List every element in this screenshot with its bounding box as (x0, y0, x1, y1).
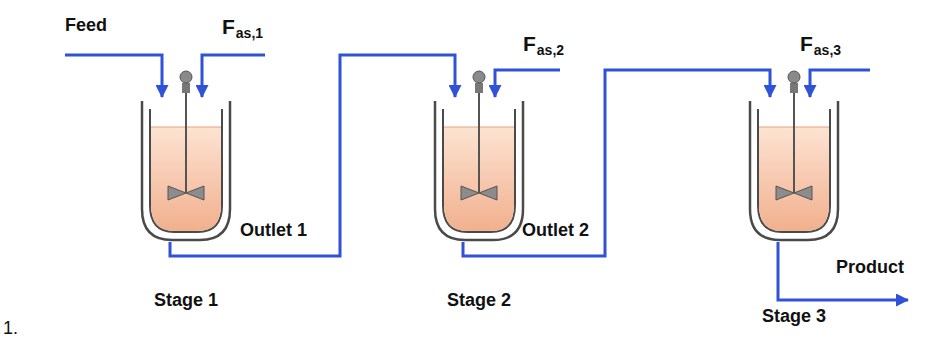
reactor-node: Stage 1 (140, 97, 232, 242)
feed-line (810, 70, 870, 97)
flow-symbol: F (800, 32, 813, 56)
feed-line (495, 70, 560, 97)
feed-line (65, 55, 162, 97)
flow-symbol: F (222, 15, 235, 39)
flow-subscript: as,2 (537, 42, 564, 58)
reactor-vessel (433, 97, 525, 242)
stream-label: Product (836, 257, 904, 278)
reactor-vessel (748, 97, 840, 242)
flow-subscript: as,1 (236, 25, 263, 41)
reactor-node: Stage 3 (748, 97, 840, 242)
stage-label: Stage 2 (447, 290, 511, 311)
reactor-node: Stage 2 (433, 97, 525, 242)
flow-subscript: as,3 (814, 42, 841, 58)
stream-label: Outlet 1 (240, 220, 307, 241)
feed-line (202, 55, 265, 97)
stream-label: Outlet 2 (522, 220, 589, 241)
reactor-vessel (140, 97, 232, 242)
product-line (778, 242, 908, 300)
stage-label: Stage 1 (154, 290, 218, 311)
figure-number: 1. (3, 318, 18, 339)
stage-label: Stage 3 (762, 306, 826, 327)
stream-label: Feed (65, 15, 107, 36)
flow-symbol: F (523, 32, 536, 56)
